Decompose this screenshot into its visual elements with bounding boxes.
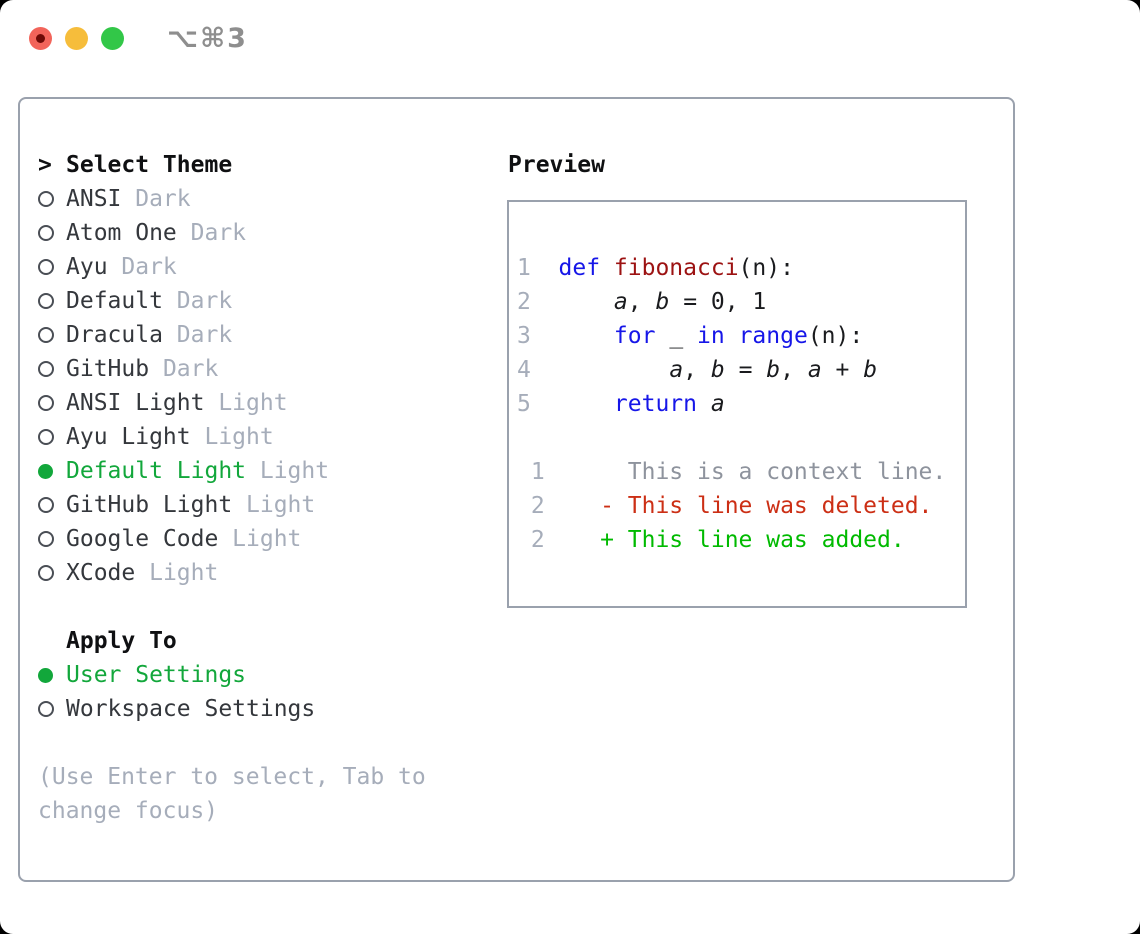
spacer xyxy=(38,590,488,624)
line-number: 2 xyxy=(530,527,545,553)
radio-unselected-icon xyxy=(38,327,66,343)
theme-option-variant: Light xyxy=(149,560,219,586)
close-button[interactable] xyxy=(29,27,52,50)
window-title: ⌥⌘3 xyxy=(167,23,248,54)
theme-option-variant: Dark xyxy=(176,322,233,348)
keyboard-hint: (Use Enter to select, Tab to change focu… xyxy=(38,760,488,828)
line-number: 1 xyxy=(530,459,545,485)
preview-title: Preview xyxy=(508,152,605,178)
radio-unselected-icon xyxy=(38,701,66,717)
preview-code-line: 1 def fibonacci(n): xyxy=(517,251,965,285)
code-text: def fibonacci(n): xyxy=(558,255,794,281)
theme-option-label: ANSI xyxy=(66,186,122,212)
theme-option-label: Ayu Light xyxy=(66,424,191,450)
close-button-dot xyxy=(36,34,45,43)
theme-option-github[interactable]: GitHub Dark xyxy=(38,352,488,386)
theme-option-ansi[interactable]: ANSI Dark xyxy=(38,182,488,216)
spacer xyxy=(38,726,488,760)
keyboard-hint-line2: change focus) xyxy=(38,798,219,824)
radio-unselected-icon xyxy=(38,225,66,241)
radio-unselected-icon xyxy=(38,293,66,309)
radio-unselected-icon xyxy=(38,429,66,445)
theme-option-dracula[interactable]: Dracula Dark xyxy=(38,318,488,352)
theme-option-ayu[interactable]: Ayu Dark xyxy=(38,250,488,284)
line-number: 3 xyxy=(517,323,531,349)
diff-text: - This line was deleted. xyxy=(558,493,933,519)
apply-to-header-row: Apply To xyxy=(38,624,488,658)
theme-option-variant: Light xyxy=(232,526,302,552)
theme-option-google-code[interactable]: Google Code Light xyxy=(38,522,488,556)
preview-code-line: 2 a, b = 0, 1 xyxy=(517,285,965,319)
theme-option-label: XCode xyxy=(66,560,136,586)
theme-option-variant: Light xyxy=(204,424,274,450)
theme-option-default[interactable]: Default Dark xyxy=(38,284,488,318)
preview-diff-line-del: 2 - This line was deleted. xyxy=(517,489,965,523)
theme-option-ansi-light[interactable]: ANSI Light Light xyxy=(38,386,488,420)
radio-unselected-icon xyxy=(38,191,66,207)
diff-text: + This line was added. xyxy=(558,527,905,553)
blank-line xyxy=(517,421,965,455)
selection-prompt-icon: > xyxy=(38,152,52,178)
theme-option-label: Dracula xyxy=(66,322,163,348)
theme-option-label: Google Code xyxy=(66,526,219,552)
theme-option-github-light[interactable]: GitHub Light Light xyxy=(38,488,488,522)
radio-unselected-icon xyxy=(38,395,66,411)
apply-option-label: User Settings xyxy=(66,662,247,688)
theme-option-atom-one[interactable]: Atom One Dark xyxy=(38,216,488,250)
code-text: a, b = b, a + b xyxy=(669,357,878,383)
theme-option-label: Default xyxy=(66,288,163,314)
radio-selected-icon xyxy=(38,667,66,683)
code-text: for _ in range(n): xyxy=(613,323,864,349)
theme-option-variant: Light xyxy=(246,492,316,518)
apply-option-workspace-settings[interactable]: Workspace Settings xyxy=(38,692,488,726)
apply-option-user-settings[interactable]: User Settings xyxy=(38,658,488,692)
theme-option-label: Ayu xyxy=(66,254,108,280)
theme-option-ayu-light[interactable]: Ayu Light Light xyxy=(38,420,488,454)
apply-option-label: Workspace Settings xyxy=(66,696,316,722)
theme-option-variant: Dark xyxy=(162,356,219,382)
theme-picker-title: Select Theme xyxy=(66,152,233,178)
theme-option-variant: Light xyxy=(218,390,288,416)
preview-code-line: 4 a, b = b, a + b xyxy=(517,353,965,387)
line-number: 4 xyxy=(517,357,531,383)
radio-selected-icon xyxy=(38,463,66,479)
preview-diff-line-add: 2 + This line was added. xyxy=(517,523,965,557)
theme-option-variant: Dark xyxy=(176,288,233,314)
diff-text: This is a context line. xyxy=(558,459,947,485)
apply-to-title: Apply To xyxy=(66,628,177,654)
radio-unselected-icon xyxy=(38,531,66,547)
zoom-button[interactable] xyxy=(101,27,124,50)
theme-option-label: Default Light xyxy=(66,458,247,484)
keyboard-hint-line1: (Use Enter to select, Tab to xyxy=(38,764,426,790)
theme-option-label: Atom One xyxy=(66,220,177,246)
line-number: 5 xyxy=(517,391,531,417)
theme-option-variant: Light xyxy=(259,458,330,484)
theme-option-label: GitHub Light xyxy=(66,492,233,518)
radio-unselected-icon xyxy=(38,259,66,275)
radio-unselected-icon xyxy=(38,361,66,377)
theme-option-variant: Dark xyxy=(190,220,247,246)
theme-option-xcode[interactable]: XCode Light xyxy=(38,556,488,590)
theme-option-label: GitHub xyxy=(66,356,150,382)
radio-unselected-icon xyxy=(38,565,66,581)
minimize-button[interactable] xyxy=(65,27,88,50)
code-text: a, b = 0, 1 xyxy=(613,289,767,315)
theme-option-label: ANSI Light xyxy=(66,390,205,416)
theme-option-default-light[interactable]: Default Light Light xyxy=(38,454,488,488)
theme-option-variant: Dark xyxy=(121,254,177,280)
line-number: 2 xyxy=(517,289,531,315)
preview-code-line: 5 return a xyxy=(517,387,965,421)
preview-code-line: 3 for _ in range(n): xyxy=(517,319,965,353)
preview-diff-line-ctx: 1 This is a context line. xyxy=(517,455,965,489)
theme-picker-header-row: > Select Theme xyxy=(38,148,488,182)
code-text: return a xyxy=(613,391,725,417)
line-number: 2 xyxy=(530,493,545,519)
radio-unselected-icon xyxy=(38,497,66,513)
theme-option-variant: Dark xyxy=(135,186,191,212)
line-number: 1 xyxy=(517,255,531,281)
